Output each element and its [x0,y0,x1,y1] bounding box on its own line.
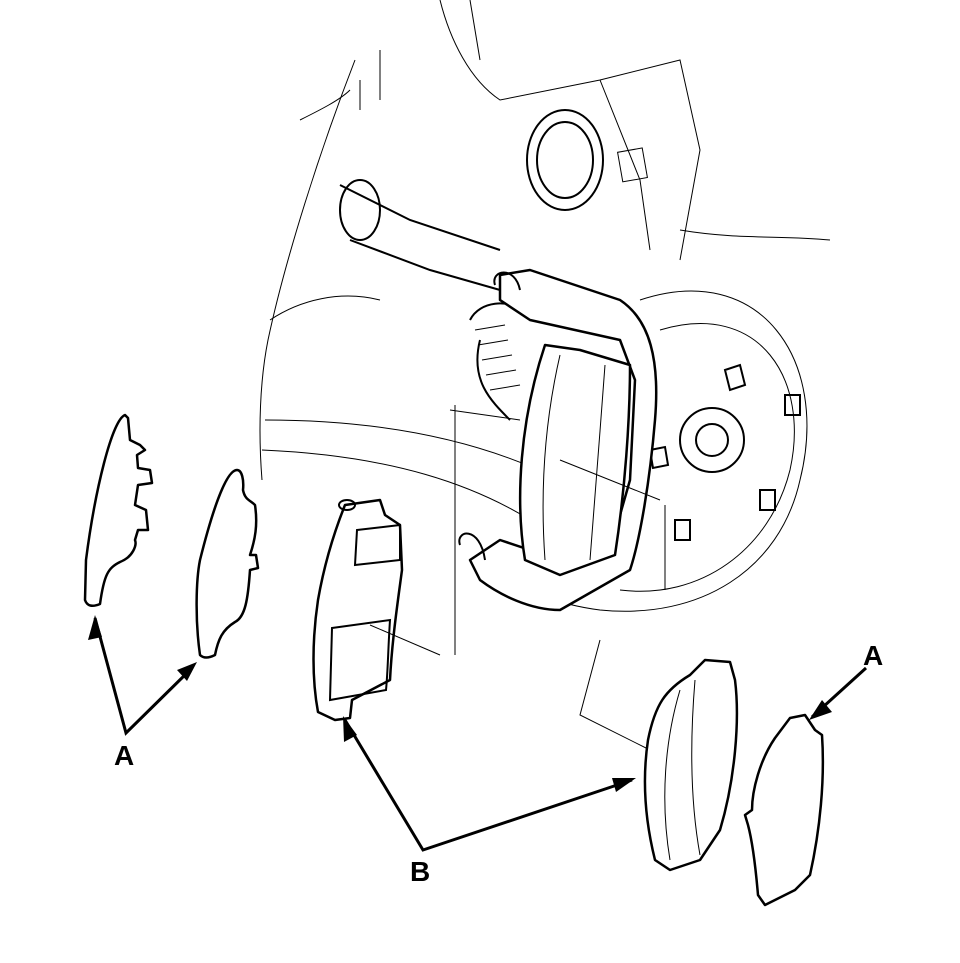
steering-knuckle [259,0,831,541]
brake-pad-right [643,658,739,872]
shim-left-outer [83,413,154,608]
callout-leaders [88,615,868,852]
shim-right [743,713,825,907]
callout-b: B [410,856,431,887]
caliper-bracket [449,268,666,751]
caliper-piston-bore [526,109,648,211]
drive-shaft [339,179,521,421]
brake-pad-left [312,498,441,722]
shim-left-inner [195,468,260,659]
callout-a-right: A [863,640,884,671]
callout-a-left: A [114,740,135,771]
